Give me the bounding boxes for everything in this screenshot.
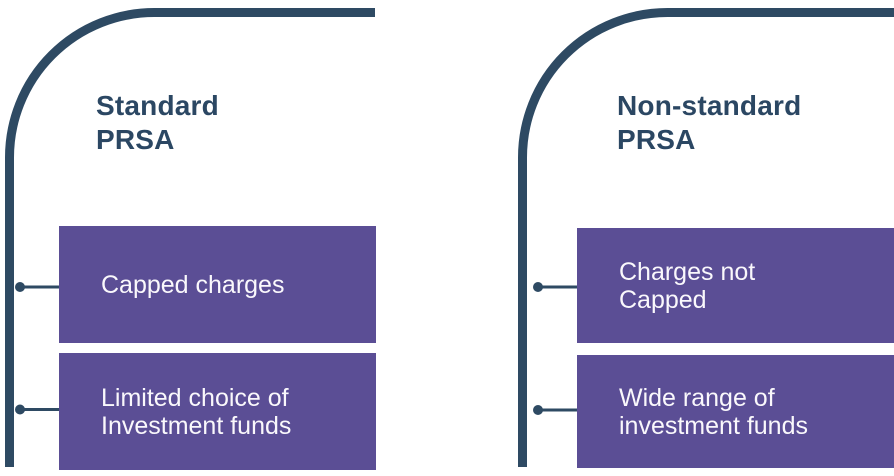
panel-title-line1: Non-standard — [617, 90, 802, 121]
panel-title-standard-prsa: Standard PRSA — [96, 89, 219, 157]
panel-title-line2: PRSA — [617, 124, 696, 155]
right-bracket-line — [518, 8, 894, 467]
panel-title-line1: Standard — [96, 90, 219, 121]
feature-box-label: Charges not Capped — [619, 257, 756, 314]
feature-box-limited-choice: Limited choice of Investment funds — [59, 353, 376, 470]
connector-dot — [15, 404, 25, 415]
connector-dot — [15, 282, 25, 292]
panel-title-line2: PRSA — [96, 124, 175, 155]
feature-box-label: Limited choice of Investment funds — [101, 383, 292, 440]
connector-dot — [533, 405, 543, 415]
feature-box-charges-not-capped: Charges not Capped — [577, 228, 894, 343]
panel-title-non-standard-prsa: Non-standard PRSA — [617, 89, 801, 157]
connector-dot — [533, 282, 543, 292]
feature-box-label: Wide range of investment funds — [619, 383, 808, 440]
feature-box-label: Capped charges — [101, 270, 285, 299]
left-bracket-line — [5, 8, 375, 467]
feature-box-wide-range: Wide range of investment funds — [577, 355, 894, 468]
feature-box-capped-charges: Capped charges — [59, 226, 376, 343]
